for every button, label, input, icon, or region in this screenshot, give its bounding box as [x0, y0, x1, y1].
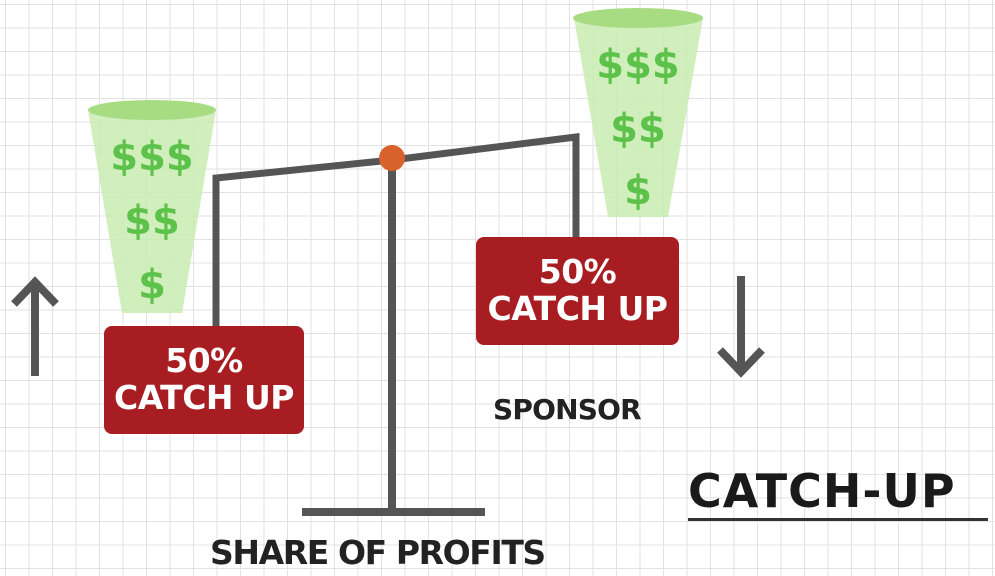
sponsor-label: SPONSOR — [493, 393, 642, 426]
left-money-cup: $$$ $$ $ — [88, 100, 216, 313]
catch-up-underline — [688, 518, 988, 521]
arrow-down-icon — [717, 276, 765, 378]
left-cup-row-2: $$ — [124, 198, 180, 244]
right-catch-up-tag: 50% CATCH UP — [476, 237, 679, 345]
left-catch-up-tag: 50% CATCH UP — [104, 326, 304, 434]
right-tag-text: CATCH UP — [487, 289, 668, 328]
right-cup-row-2: $$ — [610, 106, 666, 152]
left-tag-text: CATCH UP — [113, 378, 295, 417]
pivot-dot — [379, 145, 405, 171]
share-of-profits-label: SHARE OF PROFITS — [210, 533, 546, 572]
right-money-cup: $$$ $$ $ — [573, 8, 703, 217]
catch-up-title: CATCH-UP — [688, 464, 956, 518]
left-cup-row-3: $ — [138, 262, 166, 308]
right-tag-percent: 50% — [538, 252, 617, 292]
right-cup-row-3: $ — [624, 168, 652, 214]
left-cup-row-1: $$$ — [110, 134, 194, 180]
right-cup-row-1: $$$ — [596, 42, 680, 88]
left-tag-percent: 50% — [165, 341, 243, 381]
arrow-up-icon — [11, 276, 59, 376]
